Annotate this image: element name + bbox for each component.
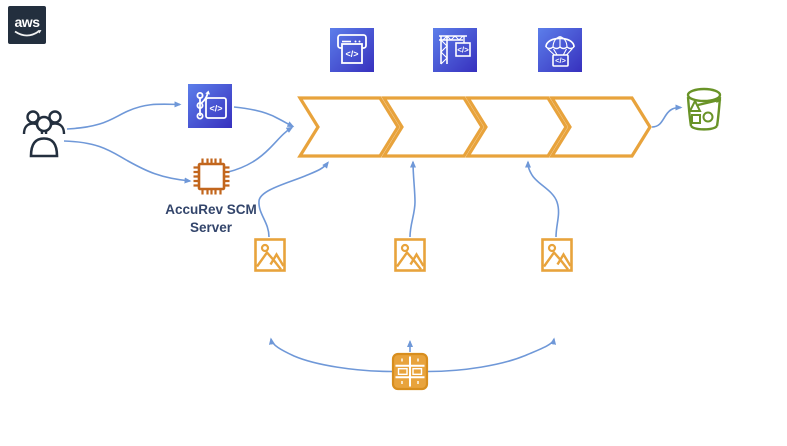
image-icon-3 bbox=[541, 238, 573, 272]
server-rack-icon bbox=[391, 352, 429, 391]
pipeline-stage-1 bbox=[297, 96, 400, 158]
pipeline-stage-4 bbox=[549, 96, 652, 158]
codebuild-code-glyph: </> bbox=[457, 46, 469, 55]
pipeline-stage-2 bbox=[381, 96, 484, 158]
image-icon-1 bbox=[254, 238, 286, 272]
codepipeline-code-glyph: </> bbox=[345, 49, 358, 59]
arrow-codecommit-to-pipeline bbox=[233, 106, 295, 128]
arrow-pipeline-to-bucket bbox=[651, 104, 683, 128]
pipeline-stage-3 bbox=[465, 96, 568, 158]
s3-bucket-icon bbox=[686, 87, 722, 131]
codedeploy-icon: </> bbox=[538, 28, 582, 72]
codepipeline-icon: </> bbox=[330, 28, 374, 72]
codedeploy-code-glyph: </> bbox=[555, 56, 566, 65]
arrow-image2-to-pipeline bbox=[409, 160, 417, 238]
arrow-image1-to-pipeline bbox=[258, 161, 329, 238]
accurev-label-line2: Server bbox=[190, 220, 233, 235]
codecommit-icon: </> bbox=[188, 84, 232, 128]
connector-arrows bbox=[63, 101, 683, 373]
aws-logo-text: aws bbox=[15, 14, 41, 30]
arrow-rack-to-image3 bbox=[427, 337, 557, 373]
arrow-users-to-codecommit bbox=[66, 101, 182, 130]
users-icon bbox=[22, 110, 66, 158]
codebuild-icon: </> bbox=[433, 28, 477, 72]
image-icon-2 bbox=[394, 238, 426, 272]
microchip-icon bbox=[193, 158, 230, 195]
accurev-label: AccuRev SCM Server bbox=[165, 202, 257, 235]
pipeline-chevrons bbox=[297, 96, 652, 158]
arrow-image3-to-pipeline bbox=[525, 160, 560, 238]
arrow-accurev-to-pipeline bbox=[227, 126, 294, 173]
arrow-users-to-accurev bbox=[63, 140, 192, 184]
aws-logo: aws bbox=[8, 6, 46, 44]
codecommit-code-glyph: </> bbox=[209, 104, 222, 114]
aws-smile-tip bbox=[37, 30, 42, 34]
aws-smile bbox=[14, 30, 40, 37]
accurev-label-line1: AccuRev SCM bbox=[165, 202, 257, 217]
arrow-rack-to-image1 bbox=[268, 337, 393, 373]
